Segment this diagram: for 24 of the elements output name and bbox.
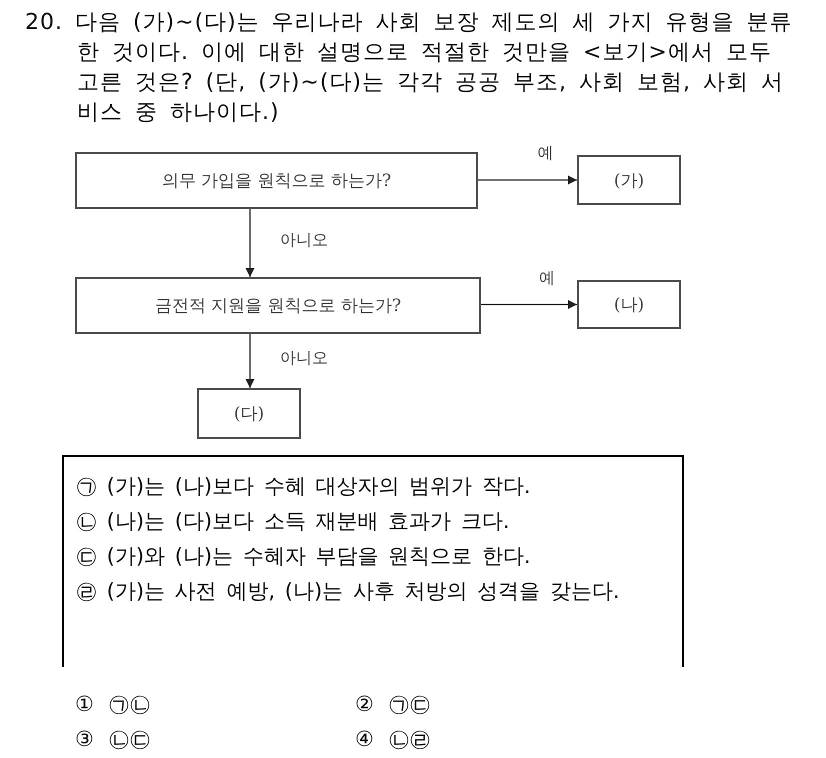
statement-text: ㉠ (가)는 (나)보다 수혜 대상자의 범위가 작다.: [76, 473, 532, 500]
statement-text: ㉣ (가)는 사전 예방, (나)는 사후 처방의 성격을 갖는다.: [76, 578, 621, 605]
statement-text: ㉢ (가)와 (나)는 수혜자 부담을 원칙으로 한다.: [76, 543, 532, 570]
answer-choice: ① ㉠㉡: [75, 691, 151, 718]
arrow: [246, 334, 254, 388]
answer-choice: ② ㉠㉢: [355, 691, 431, 718]
arrow: [246, 209, 254, 277]
result-box: [577, 155, 681, 205]
question-text: 20. 다음 (가)~(다)는 우리나라 사회 보장 제도의 세 가지 유형을 분류한 것이다. 이에 대한 설명으로 적절한 것만을 <보기>에서 모두 고른 것은? (단, (가)~(다)는 각각 공공 부조, 사회 보험, 사회 서비스 중 하나이다.): [25, 9, 794, 127]
answer-choice: ③ ㉡㉢: [75, 726, 151, 753]
box-label: 의무 가입을 원칙으로 하는가?: [162, 170, 392, 192]
question-box: [75, 152, 478, 209]
result-box: [577, 280, 681, 329]
answer-choice: ④ ㉡㉣: [355, 726, 431, 753]
box-label: 금전적 지원을 원칙으로 하는가?: [154, 295, 402, 317]
arrow: [478, 176, 577, 184]
result-box: [197, 388, 301, 439]
arrow: [481, 300, 577, 309]
statement-text: ㉡ (나)는 (다)보다 소득 재분배 효과가 크다.: [76, 508, 510, 535]
box-label: (가): [614, 170, 644, 192]
question-box: [75, 277, 481, 334]
example-box: [62, 455, 684, 667]
box-label: (나): [614, 294, 644, 316]
box-label: (다): [234, 403, 264, 425]
